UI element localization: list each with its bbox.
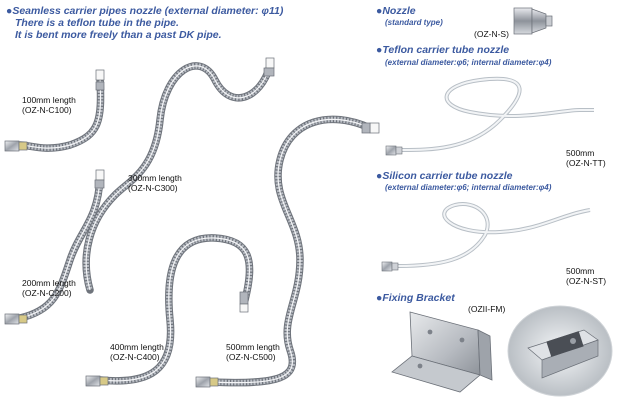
silicon-code: (OZ-N-ST) (566, 276, 607, 286)
pipe-300-code: (OZ-N-C300) (128, 183, 178, 193)
nozzle-title-text: Nozzle (382, 5, 416, 17)
nozzle-code: (OZ-N-S) (474, 29, 509, 39)
seamless-pipes-line3: It is bent more freely than a past DK pi… (15, 29, 222, 41)
pipe-400mm (96, 234, 254, 385)
teflon-tube-icon (385, 76, 594, 156)
silicon-title: ●Silicon carrier tube nozzle (376, 171, 512, 182)
nozzle-icon (513, 7, 553, 35)
pipe-200-length: 200mm length (22, 278, 76, 288)
silicon-length: 500mm (566, 266, 595, 276)
teflon-subtitle: (external diameter:φ6; internal diameter… (385, 58, 552, 67)
pipe-500-code: (OZ-N-C500) (226, 352, 276, 362)
pipe-100-code: (OZ-N-C100) (22, 105, 72, 115)
pipe-500mm (206, 115, 374, 387)
bullet-icon: ● (376, 292, 383, 304)
bullet-icon: ● (376, 5, 383, 17)
pipe-300mm (82, 62, 274, 294)
seamless-pipes-line2: There is a teflon tube in the pipe. (15, 17, 179, 29)
pipe-400-length: 400mm length (110, 342, 164, 352)
bracket-photo (507, 305, 613, 397)
silicon-tube-icon (381, 202, 591, 272)
pipe-200mm (16, 174, 104, 322)
teflon-code: (OZ-N-TT) (566, 158, 606, 168)
bullet-icon: ● (376, 44, 383, 56)
teflon-title: ●Teflon carrier tube nozzle (376, 45, 509, 56)
bullet-icon: ● (376, 170, 383, 182)
teflon-title-text: Teflon carrier tube nozzle (382, 44, 510, 56)
pipe-400-code: (OZ-N-C400) (110, 352, 160, 362)
pipe-100mm (16, 74, 105, 152)
bullet-icon: ● (6, 5, 13, 17)
nozzle-subtitle: (standard type) (385, 18, 443, 27)
bracket-title-text: Fixing Bracket (382, 292, 455, 304)
fixing-bracket-icon (391, 311, 493, 393)
teflon-length: 500mm (566, 148, 595, 158)
silicon-title-text: Silicon carrier tube nozzle (382, 170, 513, 182)
seamless-pipes-title-text: Seamless carrier pipes nozzle (external … (12, 5, 284, 17)
pipe-100-length: 100mm length (22, 95, 76, 105)
pipe-200-code: (OZ-N-C200) (22, 288, 72, 298)
pipe-500-length: 500mm length (226, 342, 280, 352)
pipe-300-length: 300mm length (128, 173, 182, 183)
nozzle-title: ●Nozzle (376, 6, 416, 17)
pipe-fittings (4, 57, 380, 388)
silicon-subtitle: (external diameter:φ6; internal diameter… (385, 183, 552, 192)
seamless-pipes-title: ●Seamless carrier pipes nozzle (external… (6, 6, 283, 17)
bracket-code: (OZII-FM) (468, 304, 506, 314)
bracket-title: ●Fixing Bracket (376, 293, 455, 304)
